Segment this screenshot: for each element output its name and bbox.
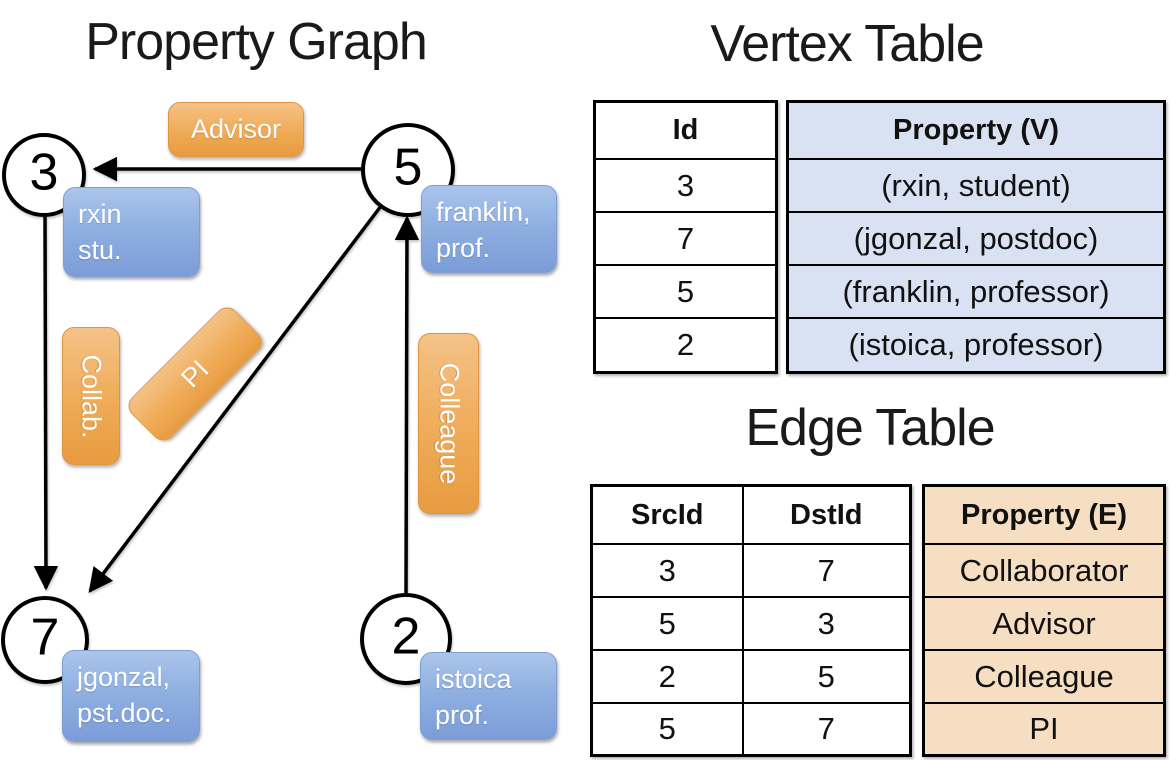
edge-row-srcid: 5: [658, 605, 676, 641]
edge-label-pi-text: PI: [175, 354, 215, 394]
vertex-table-property-column: Property (V) (rxin, student) (jgonzal, p…: [786, 100, 1166, 374]
edge-row-dstid: 3: [741, 598, 909, 649]
vertex-row-id: 7: [676, 220, 695, 256]
vertex-row-property: (franklin, professor): [842, 273, 1110, 309]
property-graph-title: Property Graph: [85, 13, 428, 71]
edge-label-collab-text: Collab.: [76, 353, 107, 439]
vertex-label-istoica-line2: prof.: [435, 699, 490, 730]
vertex-table: Id 3 7 5 2 Property (V) (rxin, student) …: [593, 100, 1166, 374]
edge-5-7: [88, 204, 383, 593]
edge-table-header-srcid: SrcId: [630, 498, 704, 531]
vertex-table-header-property: Property (V): [893, 114, 1059, 146]
edge-row-property: Colleague: [974, 658, 1114, 694]
vertex-label-rxin-line2: stu.: [78, 234, 122, 265]
vertex-label-franklin: franklin, prof.: [421, 185, 557, 273]
vertex-label-rxin: rxin stu.: [63, 187, 200, 277]
edge-table-title: Edge Table: [745, 399, 995, 457]
edge-table-header-property: Property (E): [961, 498, 1127, 531]
vertex-table-title: Vertex Table: [710, 15, 984, 73]
edge-label-colleague: Colleague: [418, 333, 479, 514]
edge-2-5: [394, 215, 420, 597]
edge-table-header-dstid: DstId: [741, 487, 909, 543]
edge-row-srcid: 2: [658, 658, 676, 694]
edge-label-colleague-text: Colleague: [434, 362, 464, 485]
vertex-table-header-id: Id: [672, 114, 699, 146]
vertex-row-property: (rxin, student): [881, 167, 1071, 203]
edge-row-property: PI: [1029, 711, 1059, 746]
edge-table: SrcId DstId 3 7 5 3 2 5 5 7 Property (E): [590, 484, 1166, 757]
vertex-row-id: 5: [676, 273, 695, 309]
vertex-id-5: 5: [393, 138, 423, 197]
vertex-id-7: 7: [30, 608, 60, 667]
edge-3-7: [33, 215, 59, 591]
edge-label-collab: Collab.: [62, 327, 120, 465]
vertex-row-property: (istoica, professor): [848, 327, 1104, 362]
vertex-label-franklin-line1: franklin,: [436, 197, 531, 227]
edge-table-id-columns: SrcId DstId 3 7 5 3 2 5 5 7: [590, 484, 912, 757]
vertex-label-jgonzal-line1: jgonzal,: [77, 662, 171, 692]
vertex-label-rxin-line1: rxin: [78, 199, 122, 229]
edge-table-property-column: Property (E) Collaborator Advisor Collea…: [922, 484, 1166, 757]
vertex-id-3: 3: [29, 143, 59, 202]
vertex-row-id: 3: [676, 167, 695, 203]
vertex-row-property: (jgonzal, postdoc): [853, 220, 1099, 256]
vertex-label-franklin-line2: prof.: [436, 232, 491, 263]
edge-row-property: Advisor: [992, 605, 1096, 641]
edge-row-dstid: 5: [741, 651, 909, 702]
edge-row-srcid: 5: [658, 711, 676, 746]
vertex-table-id-column: Id 3 7 5 2: [593, 100, 778, 374]
vertex-label-istoica: istoica prof.: [420, 652, 557, 740]
vertex-row-id: 2: [676, 327, 695, 362]
edge-row-property: Collaborator: [959, 552, 1129, 588]
vertex-label-istoica-line1: istoica: [435, 664, 512, 694]
edge-label-advisor-text: Advisor: [190, 114, 282, 144]
vertex-label-jgonzal-line2: pst.doc.: [77, 697, 172, 728]
edge-row-dstid: 7: [741, 704, 909, 754]
edge-row-srcid: 3: [658, 552, 676, 588]
vertex-label-jgonzal: jgonzal, pst.doc.: [62, 650, 200, 742]
vertex-id-2: 2: [391, 607, 421, 666]
edge-label-advisor: Advisor: [168, 102, 304, 157]
edge-row-dstid: 7: [741, 545, 909, 596]
